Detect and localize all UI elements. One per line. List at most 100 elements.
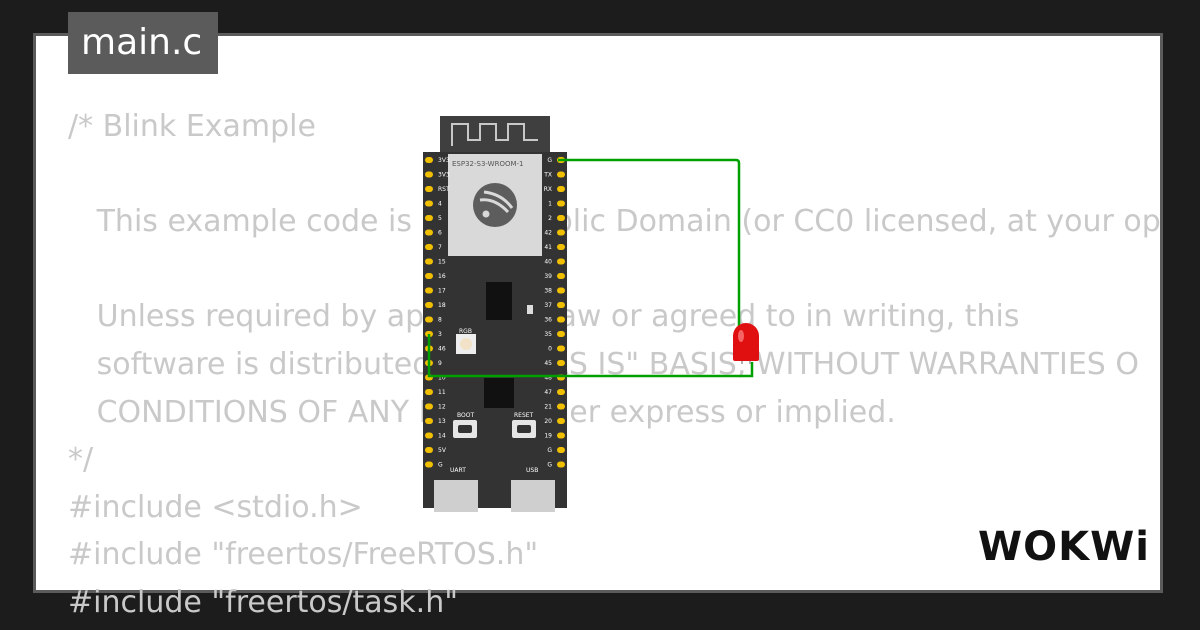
- pin-label: 20: [544, 418, 552, 425]
- module-label: ESP32-S3-WROOM-1: [452, 160, 523, 168]
- pin-label: 1: [548, 201, 552, 208]
- pin-label: 45: [544, 360, 552, 367]
- pin-label: 48: [544, 375, 552, 382]
- ldo-chip: [484, 378, 514, 408]
- header-pin[interactable]: [557, 316, 565, 323]
- usb-label: USB: [526, 467, 538, 474]
- header-pin[interactable]: [425, 244, 433, 250]
- pin-label: 6: [438, 230, 442, 237]
- pin-label: 9: [438, 360, 442, 367]
- header-pin[interactable]: [425, 287, 433, 294]
- pin-label: 5: [438, 215, 442, 222]
- pin-label: 37: [544, 302, 552, 309]
- header-pin[interactable]: [425, 258, 433, 265]
- header-pin[interactable]: [557, 432, 565, 439]
- header-pin[interactable]: [557, 389, 565, 395]
- pin-label: RST: [438, 186, 450, 193]
- wokwi-logo: WOKWi: [978, 524, 1150, 570]
- reset-label: RESET: [514, 412, 534, 419]
- header-pin[interactable]: [425, 447, 433, 453]
- boot-label: BOOT: [457, 412, 474, 419]
- pin-label: 39: [544, 273, 552, 280]
- pin-label: 3V3: [438, 172, 450, 179]
- code-line: /* Blink Example: [68, 109, 316, 144]
- code-line: */: [68, 442, 94, 478]
- pin-label: 14: [438, 433, 446, 440]
- header-pin[interactable]: [425, 200, 433, 207]
- pin-label: 16: [438, 273, 446, 280]
- smd-part: [527, 305, 533, 314]
- header-pin[interactable]: [425, 229, 433, 236]
- header-pin[interactable]: [557, 215, 565, 221]
- pin-label: 42: [544, 230, 552, 237]
- pin-label: 46: [438, 346, 446, 353]
- antenna: [440, 116, 550, 156]
- pin-label: 4: [438, 201, 442, 208]
- header-pin[interactable]: [425, 302, 433, 308]
- pin-label: G: [547, 462, 552, 469]
- pin-label: 15: [438, 259, 446, 266]
- header-pin[interactable]: [557, 345, 565, 352]
- header-pin[interactable]: [557, 258, 565, 265]
- pin-label: G: [547, 157, 552, 164]
- code-line: CONDITIONS OF ANY KIND, either express o…: [96, 394, 896, 430]
- header-pin[interactable]: [557, 331, 565, 337]
- pin-label: 41: [544, 244, 552, 251]
- espressif-logo: [473, 183, 517, 227]
- header-pin[interactable]: [425, 157, 433, 163]
- header-pin[interactable]: [557, 244, 565, 250]
- header-pin[interactable]: [425, 273, 433, 279]
- reset-button[interactable]: [512, 420, 536, 438]
- file-tab[interactable]: main.c: [68, 12, 218, 74]
- header-pin[interactable]: [557, 461, 565, 468]
- pin-label: 13: [438, 418, 446, 425]
- pin-label: RX: [544, 186, 552, 193]
- usb-uart-chip: [486, 282, 512, 320]
- pin-label: 5V: [438, 447, 447, 454]
- usb-port: [511, 480, 555, 512]
- rgb-label: RGB: [459, 328, 472, 335]
- pin-label: G: [547, 447, 552, 454]
- red-led[interactable]: [733, 323, 759, 364]
- header-pin[interactable]: [557, 200, 565, 207]
- header-pin[interactable]: [425, 215, 433, 221]
- header-pin[interactable]: [425, 461, 433, 468]
- header-pin[interactable]: [425, 403, 433, 410]
- header-pin[interactable]: [557, 447, 565, 453]
- header-pin[interactable]: [425, 432, 433, 439]
- header-pin[interactable]: [557, 403, 565, 410]
- code-line: #include "freertos/FreeRTOS.h": [68, 537, 539, 573]
- code-line: #include "freertos/task.h": [68, 584, 458, 620]
- code-preview-card: /* Blink Example This example code is in…: [33, 33, 1163, 620]
- pin-label: 7: [438, 244, 442, 251]
- pin-label: 2: [548, 215, 552, 222]
- header-pin[interactable]: [557, 287, 565, 294]
- header-pin[interactable]: [425, 186, 433, 192]
- header-pin[interactable]: [557, 229, 565, 236]
- code-line: #include <stdio.h>: [68, 489, 363, 525]
- header-pin[interactable]: [425, 316, 433, 323]
- pin-label: 3V3: [438, 157, 450, 164]
- header-pin[interactable]: [557, 418, 565, 424]
- wire-gpio: [427, 334, 754, 378]
- pin-label: 0: [548, 346, 552, 353]
- pin-label: 40: [544, 259, 552, 266]
- header-pin[interactable]: [557, 302, 565, 308]
- pin-label: 8: [438, 317, 442, 324]
- uart-usb-port: [434, 480, 478, 512]
- header-pin[interactable]: [425, 171, 433, 178]
- pin-label: 11: [438, 389, 446, 396]
- header-pin[interactable]: [557, 360, 565, 366]
- wire-gnd: [558, 158, 741, 355]
- pin-label: 38: [544, 288, 552, 295]
- pin-headers: 3V33V3RST4567151617188346910111213145VGG…: [425, 157, 565, 469]
- header-pin[interactable]: [557, 186, 565, 192]
- boot-button[interactable]: [453, 420, 477, 438]
- header-pin[interactable]: [425, 389, 433, 395]
- pin-label: 21: [544, 404, 552, 411]
- header-pin[interactable]: [557, 171, 565, 178]
- header-pin[interactable]: [425, 418, 433, 424]
- pin-label: 17: [438, 288, 446, 295]
- header-pin[interactable]: [557, 273, 565, 279]
